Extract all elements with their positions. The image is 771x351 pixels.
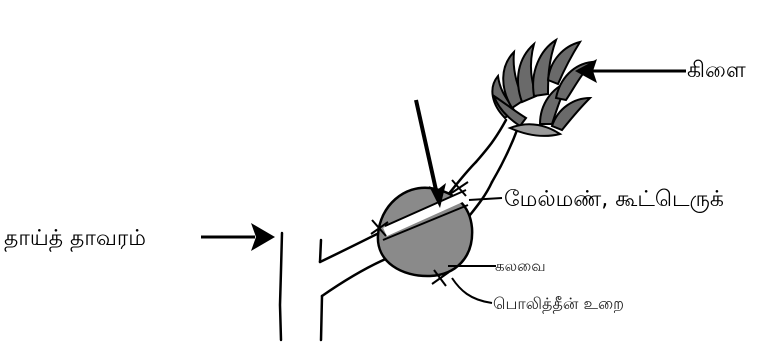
label-shoot: கிளை [687,58,746,86]
leaf-cluster [492,40,592,136]
arrow-mother-plant [201,223,275,251]
label-moss-soil: மேல்மண், கூட்டெருக் [504,187,724,215]
mother-plant-stem [280,233,322,340]
label-polythene: பொலித்தீன் உறை [493,294,624,315]
label-mother-plant: தாய்த் தாவரம் [4,226,146,254]
arrow-shoot [575,59,686,83]
label-mixture: கலவை [495,257,546,277]
moss-ball [378,188,472,276]
